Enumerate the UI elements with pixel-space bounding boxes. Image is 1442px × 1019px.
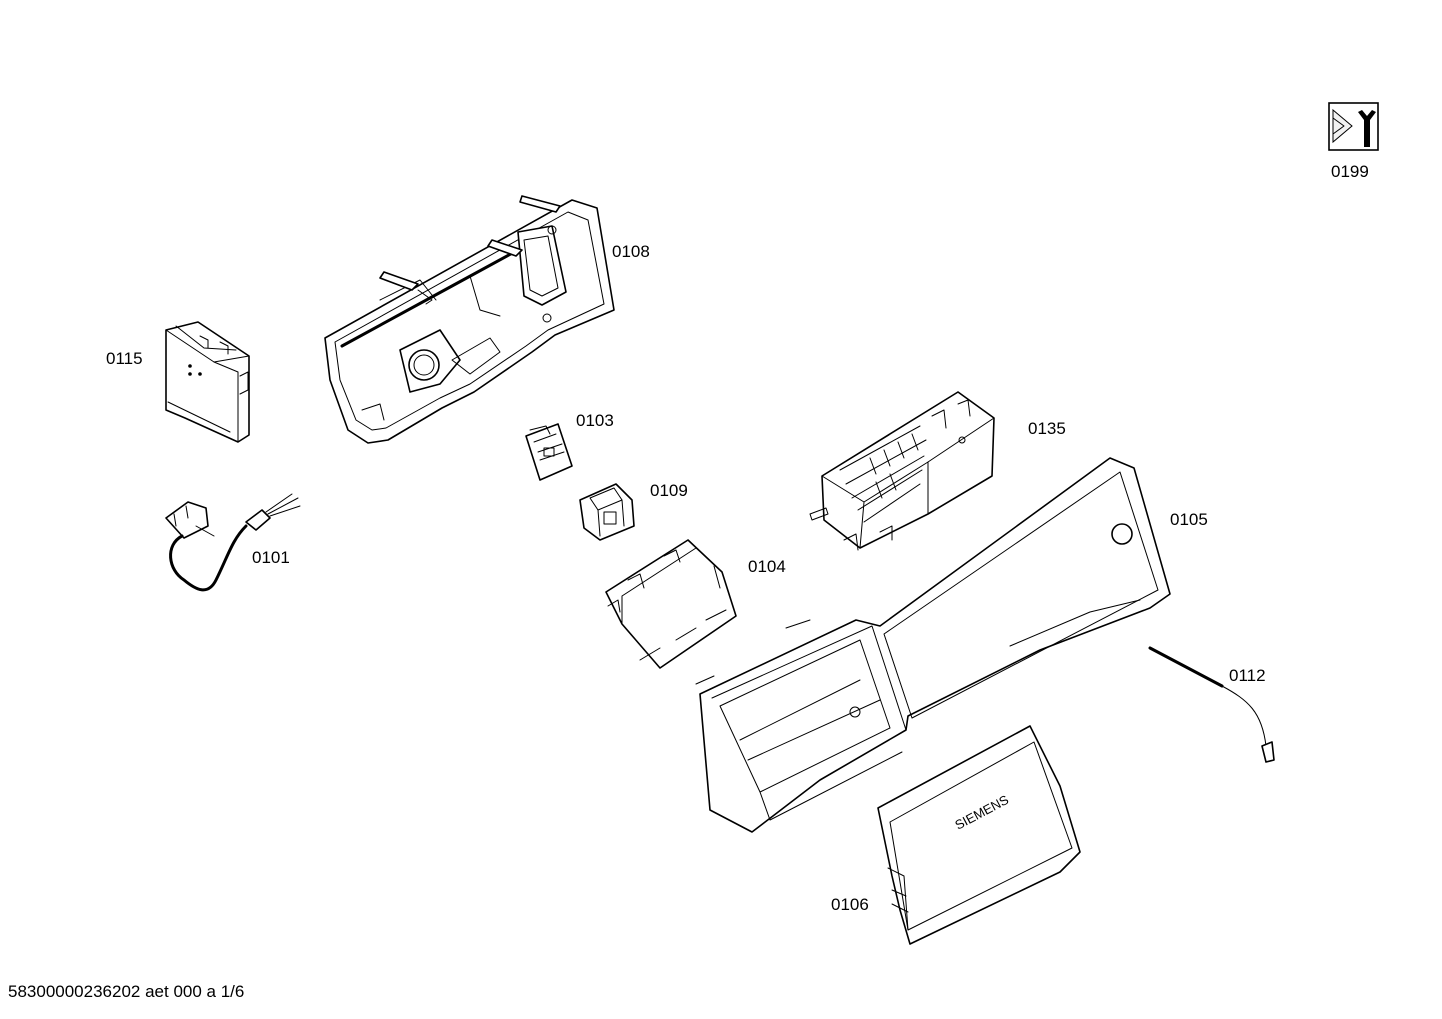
- control-panel-fascia: [695, 457, 1171, 833]
- control-electronics-module: [809, 391, 995, 551]
- part-label-0103: 0103: [576, 411, 614, 430]
- part-label-0115: 0115: [106, 349, 143, 368]
- connector-bracket: [579, 483, 635, 541]
- wire-lead: [1148, 646, 1275, 763]
- part-label-0112: 0112: [1229, 666, 1266, 685]
- document-footer: 58300000236202 aet 000 a 1/6: [8, 982, 245, 1001]
- part-label-0109: 0109: [650, 481, 688, 500]
- dispenser-housing-frame: [324, 195, 615, 444]
- small-circuit-board: [525, 423, 573, 481]
- part-label-0101: 0101: [252, 548, 290, 567]
- dispenser-drawer-front: SIEMENS: [877, 725, 1081, 945]
- part-label-0199: 0199: [1331, 162, 1369, 181]
- electronic-module-box: [165, 321, 250, 443]
- part-label-0135: 0135: [1028, 419, 1066, 438]
- part-label-0104: 0104: [748, 557, 786, 576]
- power-module-board: [605, 539, 737, 669]
- part-label-0106: 0106: [831, 895, 869, 914]
- power-cable-plug: [165, 493, 301, 592]
- part-label-0105: 0105: [1170, 510, 1208, 529]
- wrench-tool-icon: [1328, 102, 1379, 151]
- part-label-0108: 0108: [612, 242, 650, 261]
